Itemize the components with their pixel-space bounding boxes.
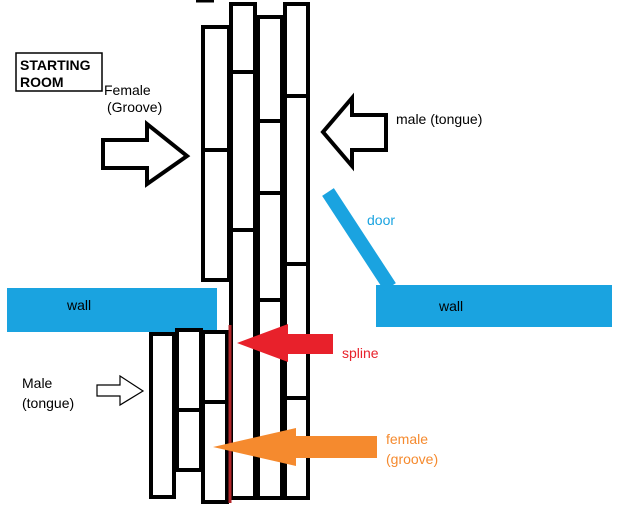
board bbox=[283, 94, 310, 266]
board bbox=[229, 70, 257, 232]
arrow-right-icon bbox=[101, 119, 191, 188]
spline-arrow-icon bbox=[237, 324, 333, 362]
board bbox=[256, 191, 284, 302]
starting-room-box bbox=[15, 52, 103, 92]
wall-right bbox=[376, 285, 612, 327]
wall-left-label: wall bbox=[66, 297, 91, 313]
board bbox=[201, 330, 229, 404]
door-label: door bbox=[367, 212, 395, 228]
spline-label: spline bbox=[342, 345, 379, 361]
board bbox=[201, 400, 229, 504]
board bbox=[256, 15, 284, 123]
starting-room-label: STARTING ROOM bbox=[20, 57, 94, 90]
board bbox=[201, 25, 231, 152]
arrow-left-icon bbox=[320, 92, 388, 172]
female-groove-arrow-icon bbox=[213, 428, 377, 466]
arrow-right-small-icon bbox=[96, 374, 145, 407]
board bbox=[175, 408, 203, 472]
board bbox=[201, 148, 231, 282]
board-column-upper bbox=[201, 2, 310, 500]
board bbox=[283, 2, 310, 98]
board bbox=[256, 119, 284, 195]
female-groove-bottom-label: female (groove) bbox=[386, 431, 438, 467]
board bbox=[229, 2, 257, 74]
wall-left bbox=[7, 288, 217, 332]
male-tongue-top-label: male (tongue) bbox=[396, 111, 482, 127]
female-groove-top-label: Female (Groove) bbox=[104, 82, 162, 115]
board bbox=[229, 228, 257, 500]
board bbox=[175, 328, 203, 412]
board bbox=[149, 332, 176, 499]
board-column-lower bbox=[149, 328, 229, 504]
board bbox=[283, 262, 310, 400]
male-tongue-bottom-label: Male (tongue) bbox=[22, 375, 74, 411]
door bbox=[322, 188, 396, 291]
wall-right-label: wall bbox=[438, 298, 463, 314]
